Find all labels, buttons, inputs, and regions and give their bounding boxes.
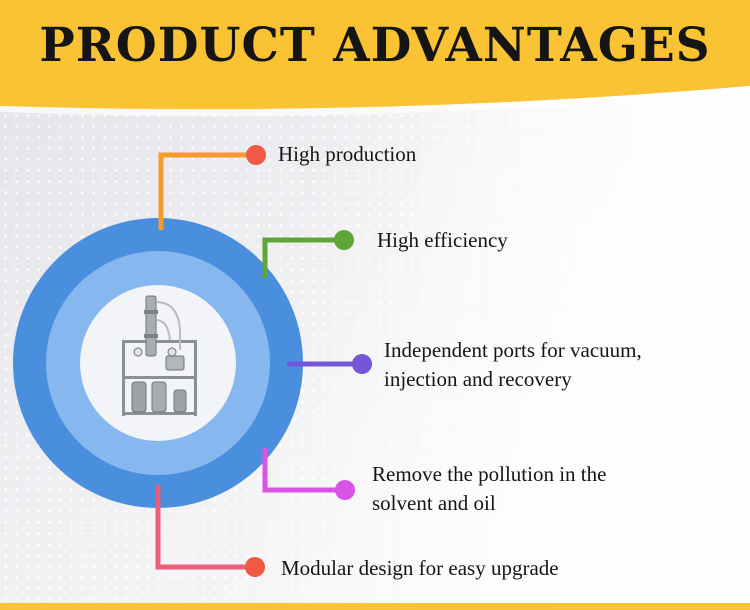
page-title: PRODUCT ADVANTAGES <box>39 18 711 73</box>
advantage-independent-ports-line-2: injection and recovery <box>384 367 572 391</box>
advantage-remove-pollution-line-1: Remove the pollution in the <box>372 462 607 486</box>
connector-remove-pollution <box>262 448 344 493</box>
extraction-machine-image <box>122 295 197 416</box>
bullet-modular-design <box>245 557 265 577</box>
connector-high-production <box>158 152 255 230</box>
connector-high-efficiency <box>262 237 343 278</box>
advantage-remove-pollution-line-2: solvent and oil <box>372 491 496 515</box>
advantage-remove-pollution: Remove the pollution in the solvent and … <box>372 460 606 518</box>
bullet-remove-pollution <box>335 480 355 500</box>
bullet-high-efficiency <box>334 230 354 250</box>
advantage-modular-design: Modular design for easy upgrade <box>281 556 559 580</box>
banner-shape <box>0 0 750 117</box>
advantage-independent-ports-line-1: Independent ports for vacuum, <box>384 338 642 362</box>
connector-modular-design <box>155 485 254 570</box>
bottom-accent-bar <box>0 603 750 610</box>
bullet-independent-ports <box>352 354 372 374</box>
advantage-high-efficiency: High efficiency <box>377 228 508 252</box>
bullet-high-production <box>246 145 266 165</box>
advantage-high-production: High production <box>278 142 417 166</box>
advantage-independent-ports: Independent ports for vacuum, injection … <box>384 336 642 394</box>
title-banner: PRODUCT ADVANTAGES <box>0 0 750 122</box>
